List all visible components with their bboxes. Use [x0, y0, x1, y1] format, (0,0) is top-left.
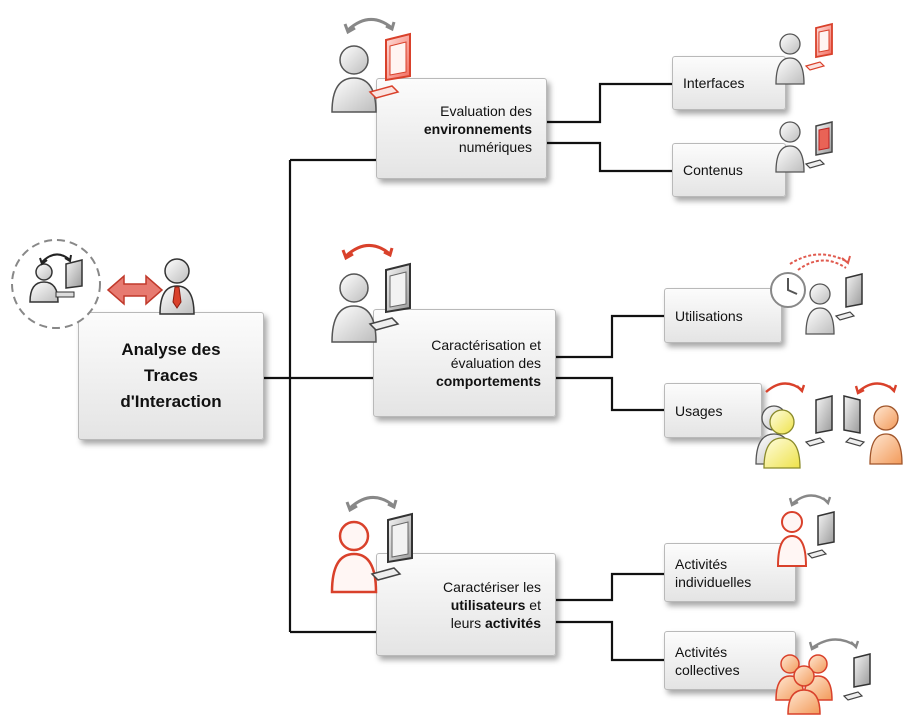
rotate-arrow-icon	[854, 382, 898, 395]
person-icon	[331, 273, 377, 343]
category-node-comportements: Caractérisation et évaluation des compor…	[373, 309, 556, 417]
person-icon	[775, 33, 805, 85]
person-icon	[775, 121, 805, 173]
root-line1: Analyse des	[121, 340, 221, 359]
leaf-node-contenus: Contenus	[672, 143, 786, 197]
monitor-icon	[834, 273, 863, 321]
tie-person-icon	[159, 258, 195, 315]
person-icon	[805, 283, 835, 335]
leaf-node-utilisations: Utilisations	[664, 288, 782, 343]
rotate-arrow-icon	[808, 638, 860, 651]
monitor-icon	[843, 395, 866, 447]
leaf-contenus-label: Contenus	[683, 162, 743, 178]
cat3-line3-pre: leurs	[450, 614, 485, 631]
connector-interfaces	[547, 82, 672, 124]
monitor-icon	[806, 511, 835, 559]
rotate-arrow-icon	[788, 494, 832, 507]
monitor-icon	[804, 22, 833, 71]
rotate-arrow-icon	[39, 253, 72, 266]
monitor-icon	[370, 512, 413, 581]
cat1-line2: environnements	[423, 120, 532, 137]
dashed-circle-icon	[11, 239, 101, 329]
rotate-arrow-icon	[789, 253, 851, 271]
person-icon	[869, 405, 903, 465]
monitor-icon	[55, 259, 83, 298]
leaf-utilisations-label: Utilisations	[675, 307, 743, 324]
monitor-icon	[368, 262, 411, 331]
cat3-line3-bold: activités	[484, 614, 541, 631]
rotate-arrow-icon	[341, 244, 394, 261]
connector-collectives	[556, 620, 664, 662]
monitor-icon	[842, 653, 871, 701]
monitor-icon	[804, 121, 833, 169]
leaf-individuelles-line1: Activités	[675, 555, 728, 572]
root-node: Analyse des Traces d'Interaction	[78, 312, 264, 440]
category-node-utilisateurs: Caractériser les utilisateurs et leurs a…	[376, 553, 556, 656]
person-group-icon	[775, 654, 833, 715]
cat2-line2: évaluation des	[450, 355, 541, 371]
root-line2: Traces	[144, 366, 198, 385]
person-icon	[776, 511, 808, 567]
rotate-arrow-icon	[343, 18, 396, 35]
double-arrow-icon	[106, 274, 164, 306]
connector-individuelles	[556, 572, 664, 602]
rotate-arrow-icon	[765, 382, 806, 394]
category-node-environnements: Evaluation des environnements numériques	[376, 78, 547, 179]
cat3-line2-rest: et	[525, 596, 541, 613]
person-icon	[29, 263, 59, 303]
cat2-line1: Caractérisation et	[431, 337, 541, 353]
person-icon	[755, 405, 801, 469]
leaf-usages-label: Usages	[675, 402, 723, 419]
leaf-interfaces-label: Interfaces	[683, 75, 745, 91]
rotate-arrow-icon	[345, 496, 398, 513]
person-icon	[331, 45, 377, 113]
leaf-node-activites-collectives: Activités collectives	[664, 631, 796, 690]
leaf-collectives-line2: collectives	[675, 661, 740, 678]
leaf-individuelles-line2: individuelles	[675, 573, 752, 590]
leaf-node-interfaces: Interfaces	[672, 56, 786, 110]
cat3-line2-bold: utilisateurs	[450, 596, 526, 613]
cat2-line3: comportements	[435, 373, 541, 389]
connector-usages	[556, 376, 664, 412]
monitor-icon	[368, 32, 411, 99]
cat1-line3: numériques	[458, 138, 532, 155]
connector-utilisations	[556, 314, 664, 359]
leaf-node-activites-individuelles: Activités individuelles	[664, 543, 796, 602]
cat3-line2: utilisateurs et	[377, 596, 541, 614]
clock-icon	[770, 272, 806, 308]
cat3-line1: Caractériser les	[442, 578, 541, 595]
leaf-collectives-line1: Activités	[675, 643, 728, 660]
connector-contenus	[547, 141, 672, 173]
cat3-line3: leurs activités	[377, 614, 541, 632]
cat1-line1: Evaluation des	[440, 102, 532, 119]
root-line3: d'Interaction	[120, 392, 222, 411]
leaf-node-usages: Usages	[664, 383, 762, 438]
person-icon	[330, 520, 378, 594]
monitor-icon	[804, 395, 833, 447]
